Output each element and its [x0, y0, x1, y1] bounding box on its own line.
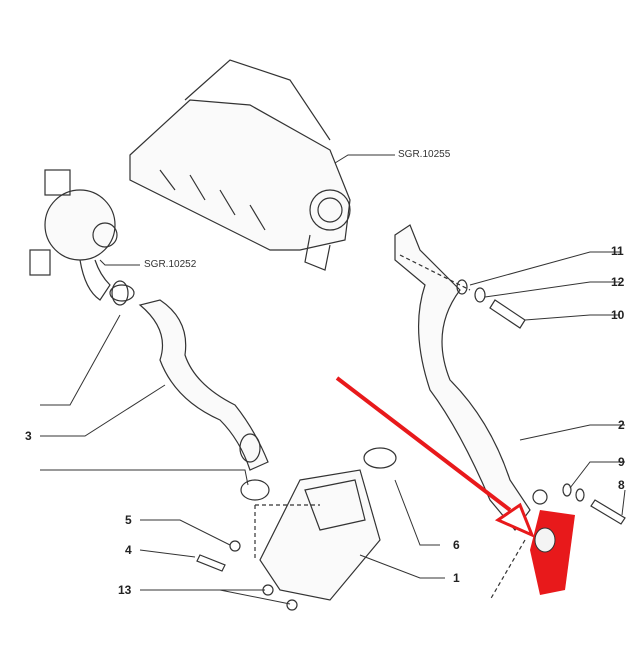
callout-8: 8: [618, 478, 625, 492]
hose-3: [111, 280, 270, 501]
callout-10: 10: [611, 308, 625, 322]
washer-12: [474, 287, 486, 303]
bolt-10: [489, 299, 526, 329]
callout-12: 12: [611, 275, 625, 289]
callout-13: 13: [118, 583, 132, 597]
intercooler: [254, 447, 397, 611]
callout-5: 5: [125, 513, 132, 527]
callout-1: 1: [453, 571, 460, 585]
callout-11: 11: [611, 244, 624, 258]
washer-11: [456, 279, 468, 295]
ref-turbo: SGR.10252: [144, 259, 197, 270]
intake-manifold: [129, 59, 351, 271]
turbocharger: [29, 169, 118, 301]
ref-manifold: SGR.10255: [398, 149, 451, 160]
callout-6: 6: [453, 538, 460, 552]
callout-9: 9: [618, 455, 625, 469]
callout-2: 2: [618, 418, 625, 432]
callout-3: 3: [25, 429, 32, 443]
pipe-2: [394, 224, 548, 601]
callout-4: 4: [125, 543, 132, 557]
highlight-annotation: [335, 376, 575, 595]
